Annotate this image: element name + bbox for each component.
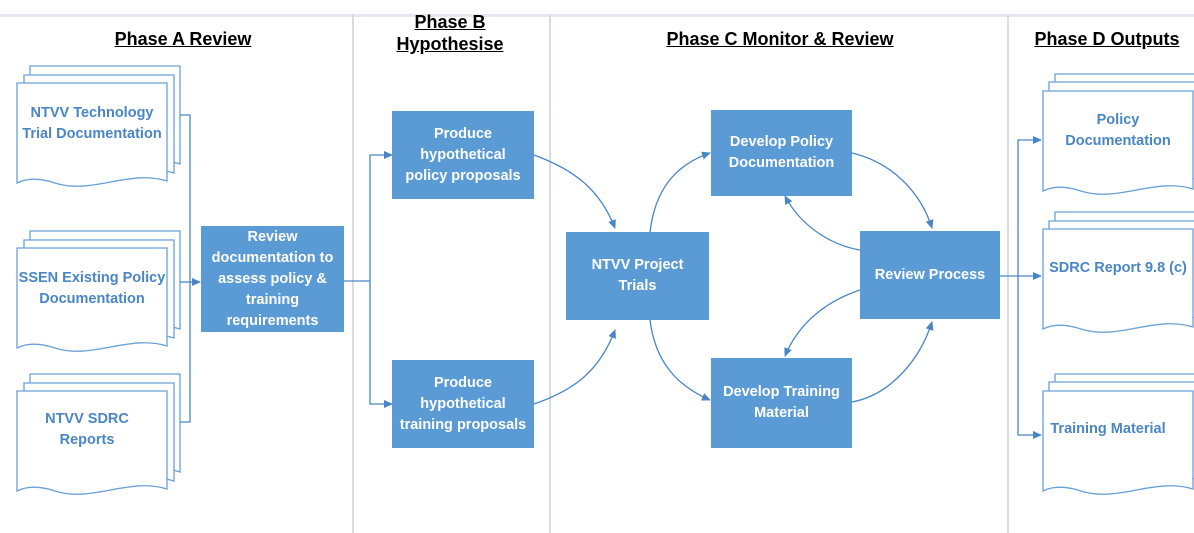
connector-to-hyp-training: [369, 281, 393, 408]
lane-header-bar: [0, 14, 1194, 17]
connector-to-policy-output: [1017, 136, 1042, 276]
connector-hyp-policy-to-trials: [533, 154, 616, 229]
hyp-policy-box: Produce hypothetical policy proposals: [392, 111, 534, 199]
connector-dev-policy-to-review: [851, 152, 934, 229]
connector-dev-training-to-review: [851, 321, 934, 403]
lane-divider-cd: [1007, 14, 1009, 533]
lane-divider-bc: [549, 14, 551, 533]
phase-c-title: Phase C Monitor & Review: [666, 29, 894, 49]
dev-policy-box: Develop Policy Documentation: [711, 110, 852, 196]
connector-a-bracket: [180, 114, 191, 423]
lane-divider-ab: [352, 14, 354, 533]
review-documentation-box: Review documentation to assess policy & …: [201, 226, 344, 332]
connector-review-to-dev-training: [784, 289, 861, 357]
connector-trials-to-dev-policy: [649, 151, 711, 233]
connector-trials-to-dev-training: [649, 319, 711, 401]
connector-hyp-training-to-trials: [533, 329, 616, 405]
dev-training-box: Develop Training Material: [711, 358, 852, 448]
connector-to-training-output: [1017, 276, 1042, 439]
project-trials-box: NTVV Project Trials: [566, 232, 709, 320]
phase-b-title-line2: Hypothesise: [396, 34, 504, 54]
review-process-box: Review Process: [860, 231, 1000, 319]
phase-b-title: Phase B Hypothesise: [370, 11, 530, 55]
doc-tech-trial-label: NTVV Technology Trial Documentation: [22, 105, 162, 142]
connector-review-to-dev-policy: [784, 195, 861, 251]
connector-to-hyp-policy: [369, 151, 393, 281]
doc-policy-output-label: Policy Documentation: [1065, 112, 1171, 149]
doc-ssen-policy-label: SSEN Existing Policy Documentation: [18, 270, 166, 307]
doc-sdrc-output-label: SDRC Report 9.8 (c): [1049, 259, 1187, 276]
doc-sdrc-reports-label: NTVV SDRC Reports: [45, 411, 129, 448]
phase-d-title: Phase D Outputs: [1034, 29, 1180, 49]
phase-b-title-line1: Phase B: [414, 12, 486, 32]
phase-a-title: Phase A Review: [114, 29, 252, 49]
hyp-training-box: Produce hypothetical training proposals: [392, 360, 534, 448]
doc-training-output-label: Training Material: [1050, 420, 1166, 437]
